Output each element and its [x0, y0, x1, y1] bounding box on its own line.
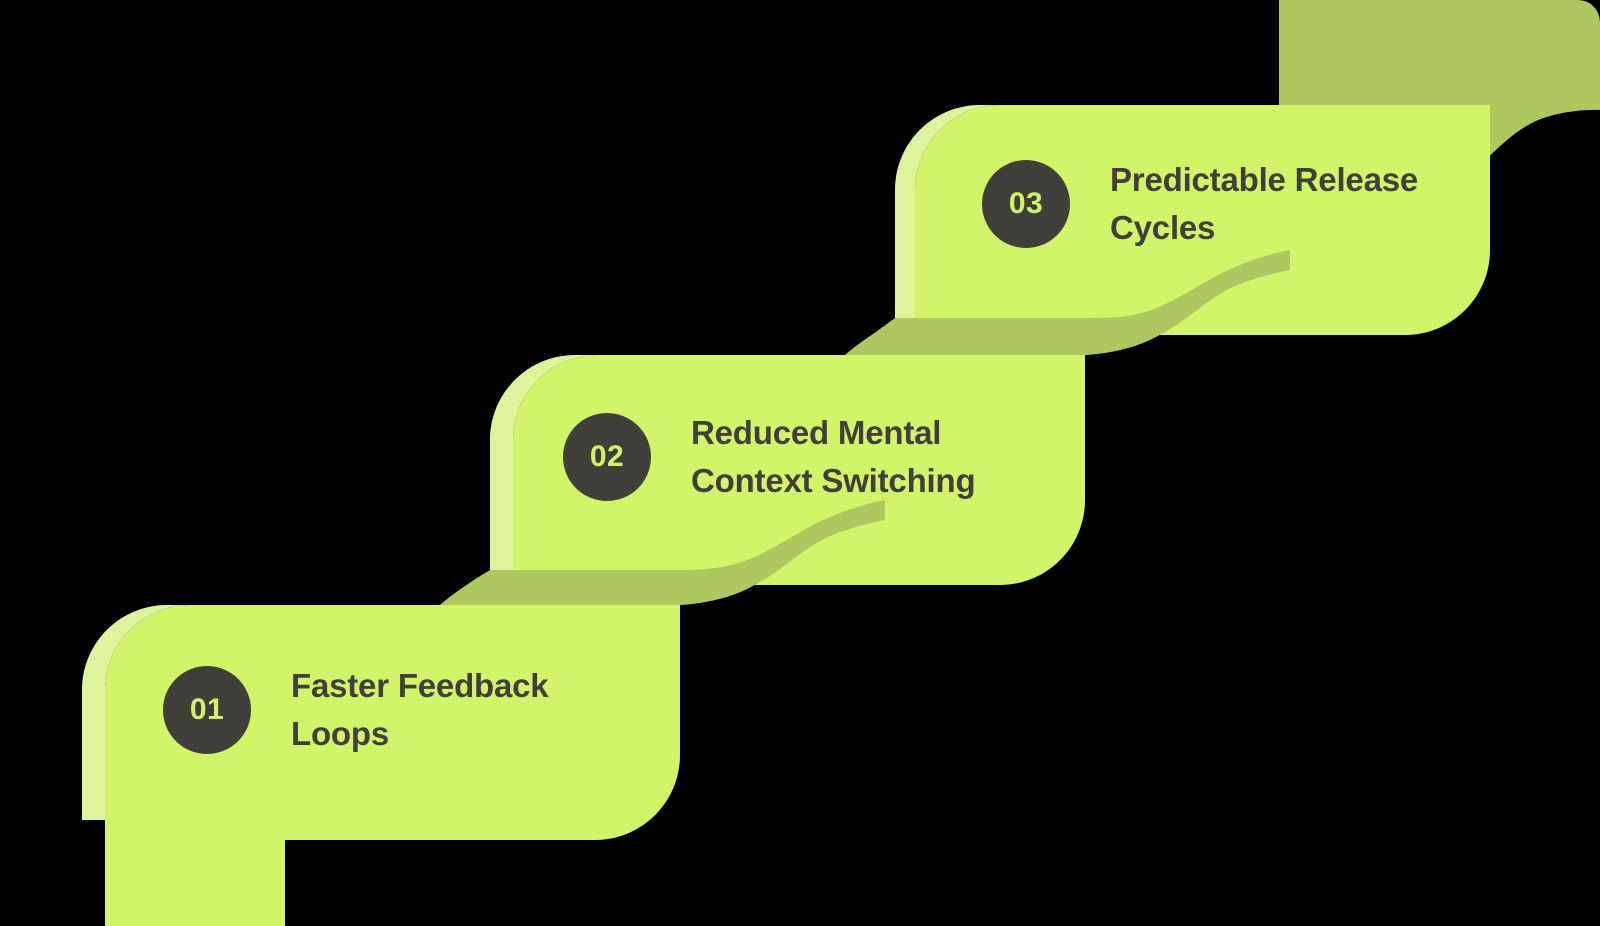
step-03-connector-curve [1085, 250, 1290, 355]
step-02-connector-curve [680, 500, 885, 605]
step-02-side-highlight [490, 355, 598, 570]
step-02-card [513, 355, 1085, 670]
step-03-connector-left-wedge [845, 318, 895, 355]
step-01-card [105, 605, 680, 926]
step-01-side-highlight [82, 605, 190, 820]
step-03-side-highlight [895, 105, 1000, 318]
step-02-connector-shadow [490, 570, 680, 605]
step-03-connector-shadow [895, 318, 1085, 355]
step-02-connector-left-wedge [440, 570, 490, 605]
